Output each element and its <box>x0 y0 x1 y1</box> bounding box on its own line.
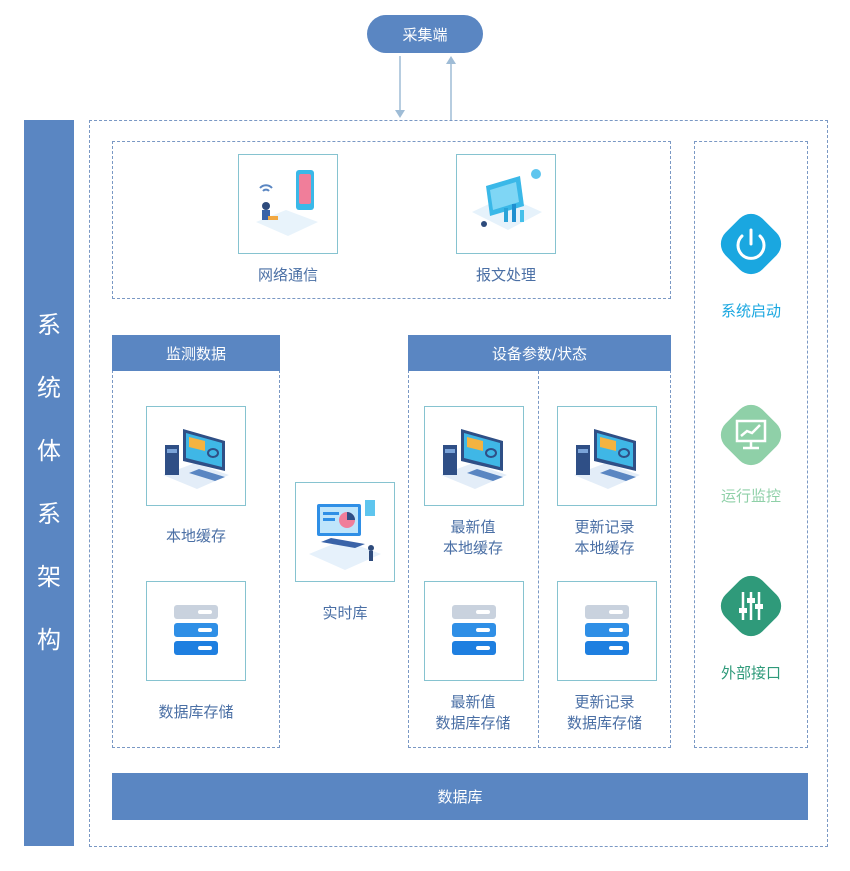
system-architecture-title: 系 统 体 系 架 构 <box>24 120 74 846</box>
title-char: 系 <box>37 500 61 528</box>
startup-label: 系统启动 <box>720 302 781 320</box>
computer-icon <box>441 429 507 489</box>
monitor-chart-icon[interactable] <box>715 399 787 471</box>
update-db-line1: 更新记录 <box>574 693 635 711</box>
server-icon <box>585 605 629 655</box>
update-cache-line2: 本地缓存 <box>574 539 635 557</box>
update-db-line2: 数据库存储 <box>566 714 642 732</box>
title-char: 构 <box>37 626 61 654</box>
update-cache-line1: 更新记录 <box>574 518 635 536</box>
update-cache-label: 更新记录 本地缓存 <box>538 517 671 559</box>
network-illustration-icon <box>256 170 318 236</box>
sliders-icon[interactable] <box>715 570 787 642</box>
database-bar: 数据库 <box>112 773 808 820</box>
server-icon <box>452 605 496 655</box>
update-db-label: 更新记录 数据库存储 <box>538 692 671 734</box>
message-card <box>456 154 556 254</box>
network-card <box>238 154 338 254</box>
latest-db-line1: 最新值 <box>450 693 496 711</box>
power-icon[interactable] <box>715 208 787 280</box>
latest-cache-card <box>424 406 524 506</box>
communication-section <box>112 141 671 299</box>
control-panel <box>694 141 808 748</box>
latest-cache-line1: 最新值 <box>450 518 496 536</box>
realtime-label: 实时库 <box>322 604 368 622</box>
title-char: 架 <box>37 563 61 591</box>
device-divider <box>538 371 539 748</box>
latest-db-line2: 数据库存储 <box>435 714 511 732</box>
latest-cache-label: 最新值 本地缓存 <box>408 517 538 559</box>
device-header: 设备参数/状态 <box>408 335 671 371</box>
realtime-card <box>295 482 395 582</box>
realtime-illustration-icon <box>309 500 381 570</box>
network-label: 网络通信 <box>257 266 318 284</box>
collector-node: 采集端 <box>367 15 483 53</box>
latest-db-card <box>424 581 524 681</box>
update-cache-card <box>557 406 657 506</box>
monitoring-label: 运行监控 <box>720 487 781 505</box>
system-frame <box>89 120 828 847</box>
collector-arrows <box>395 56 456 120</box>
server-icon <box>174 605 218 655</box>
monitor-cache-label: 本地缓存 <box>165 527 226 545</box>
latest-db-label: 最新值 数据库存储 <box>408 692 538 734</box>
computer-icon <box>574 429 640 489</box>
title-char: 系 <box>37 311 61 339</box>
monitor-db-label: 数据库存储 <box>158 703 234 721</box>
message-illustration-icon <box>472 169 542 230</box>
update-db-card <box>557 581 657 681</box>
title-char: 体 <box>37 437 61 465</box>
monitor-header: 监测数据 <box>112 335 280 371</box>
title-char: 统 <box>37 374 61 402</box>
interface-label: 外部接口 <box>720 664 781 682</box>
monitor-cache-card <box>146 406 246 506</box>
computer-icon <box>163 429 229 489</box>
monitor-db-card <box>146 581 246 681</box>
latest-cache-line2: 本地缓存 <box>442 539 503 557</box>
message-label: 报文处理 <box>475 266 536 284</box>
